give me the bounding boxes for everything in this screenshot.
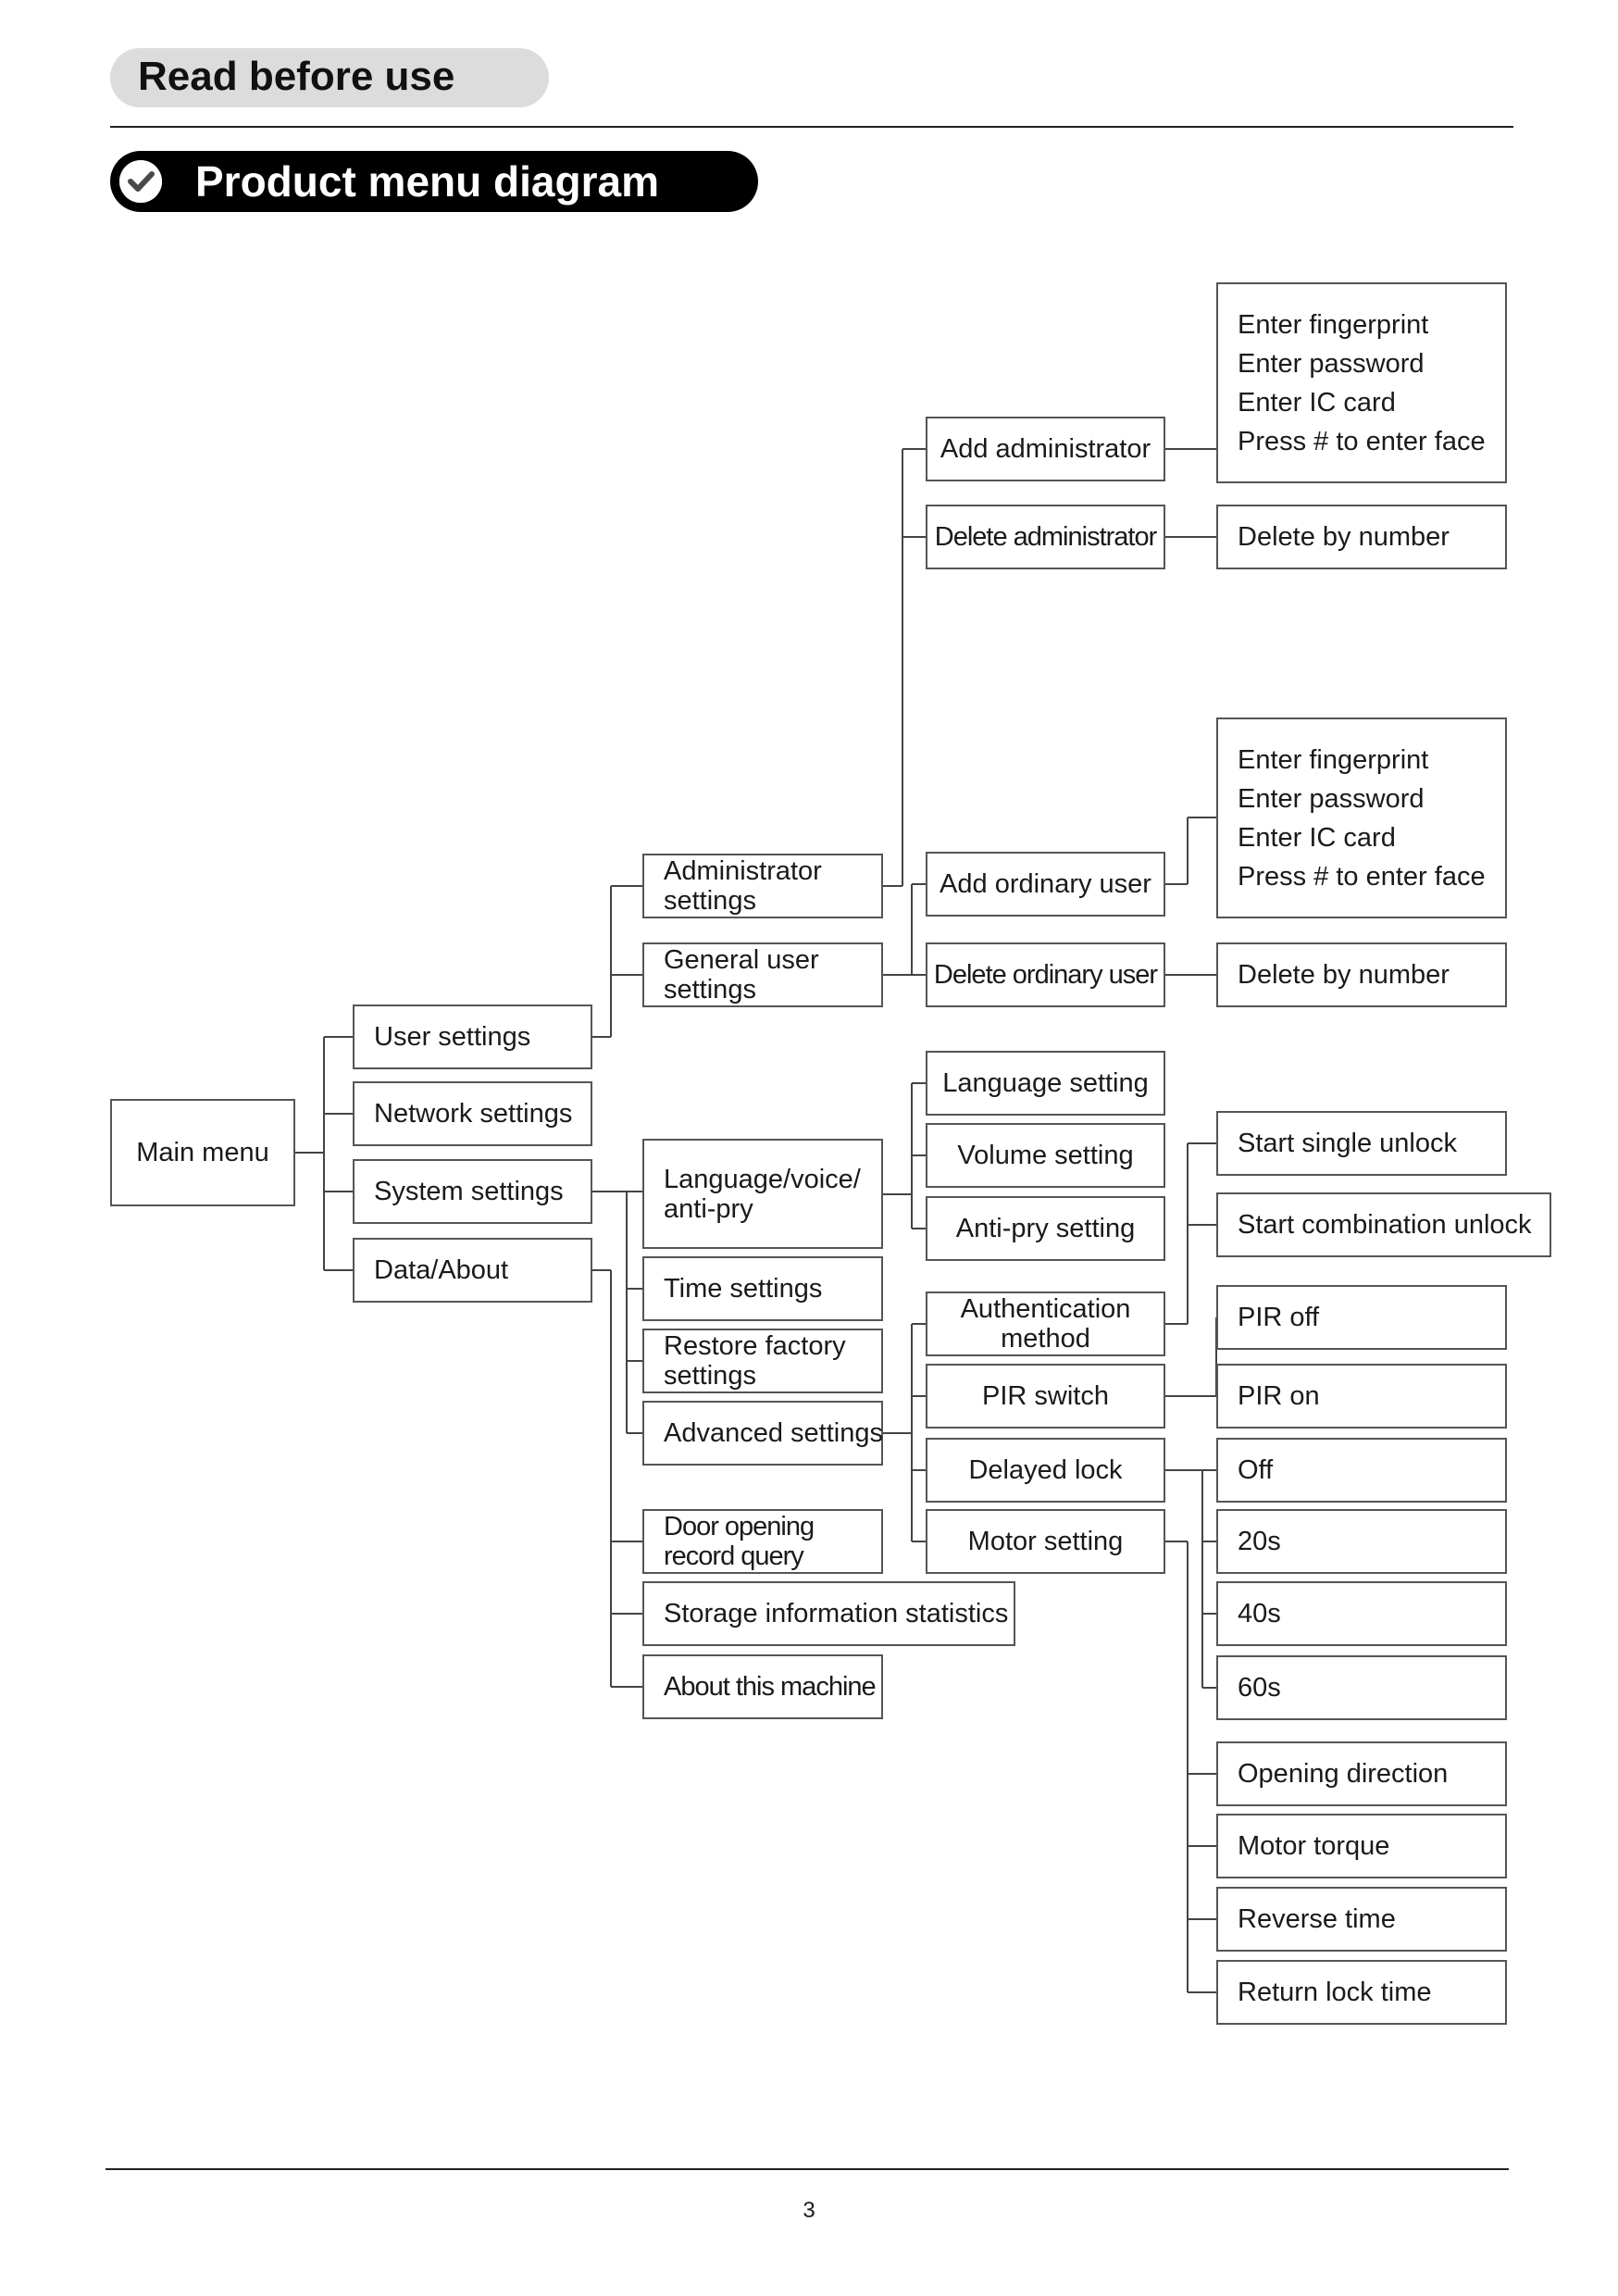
start-single-unlock-box: Start single unlock [1216,1111,1507,1176]
motor-setting-box: Motor setting [926,1509,1165,1574]
opening-direction-box: Opening direction [1216,1741,1507,1806]
about-this-machine-box: About this machine [642,1654,883,1719]
data-about-box: Data/About [353,1238,592,1303]
list-item: Enter password [1238,348,1425,379]
delayed-lock-box: Delayed lock [926,1438,1165,1503]
delete-ordinary-user-box: Delete ordinary user [926,942,1165,1007]
list-item: Enter IC card [1238,822,1396,853]
general-user-settings-box: General user settings [642,942,883,1007]
list-item: Press # to enter face [1238,426,1486,456]
authentication-method-box: Authentication method [926,1292,1165,1356]
page-title: Product menu diagram [195,157,659,206]
restore-factory-settings-box: Restore factory settings [642,1329,883,1393]
user-settings-box: User settings [353,1004,592,1069]
language-setting-box: Language setting [926,1051,1165,1116]
system-settings-box: System settings [353,1159,592,1224]
pir-on-box: PIR on [1216,1364,1507,1429]
pir-switch-box: PIR switch [926,1364,1165,1429]
start-combination-unlock-box: Start combination unlock [1216,1192,1551,1257]
pir-off-box: PIR off [1216,1285,1507,1350]
delay-off-box: Off [1216,1438,1507,1503]
section-label-text: Read before use [138,54,455,99]
return-lock-time-box: Return lock time [1216,1960,1507,2025]
delete-administrator-box: Delete administrator [926,505,1165,569]
motor-torque-box: Motor torque [1216,1814,1507,1878]
footer-rule [106,2168,1509,2170]
section-label: Read before use [110,48,549,107]
page-title-bar: Product menu diagram [110,151,758,212]
main-menu-box: Main menu [110,1099,295,1206]
admin-enroll-options-box: Enter fingerprint Enter password Enter I… [1216,282,1507,483]
add-administrator-box: Add administrator [926,417,1165,481]
delay-20s-box: 20s [1216,1509,1507,1574]
user-delete-by-number-box: Delete by number [1216,942,1507,1007]
delay-60s-box: 60s [1216,1655,1507,1720]
network-settings-box: Network settings [353,1081,592,1146]
header-rule [110,126,1513,128]
language-voice-antipry-box: Language/voice/ anti-pry [642,1139,883,1249]
time-settings-box: Time settings [642,1256,883,1321]
page-number: 3 [803,2198,815,2223]
volume-setting-box: Volume setting [926,1123,1165,1188]
list-item: Enter IC card [1238,387,1396,418]
check-circle-icon [119,160,162,203]
antipry-setting-box: Anti-pry setting [926,1196,1165,1261]
list-item: Enter password [1238,783,1425,814]
reverse-time-box: Reverse time [1216,1887,1507,1952]
storage-information-statistics-box: Storage information statistics [642,1581,1015,1646]
administrator-settings-box: Administrator settings [642,854,883,918]
list-item: Press # to enter face [1238,861,1486,892]
list-item: Enter fingerprint [1238,309,1429,340]
admin-delete-by-number-box: Delete by number [1216,505,1507,569]
list-item: Enter fingerprint [1238,744,1429,775]
user-enroll-options-box: Enter fingerprint Enter password Enter I… [1216,718,1507,918]
add-ordinary-user-box: Add ordinary user [926,852,1165,917]
delay-40s-box: 40s [1216,1581,1507,1646]
door-opening-record-query-box: Door opening record query [642,1509,883,1574]
advanced-settings-box: Advanced settings [642,1401,883,1466]
